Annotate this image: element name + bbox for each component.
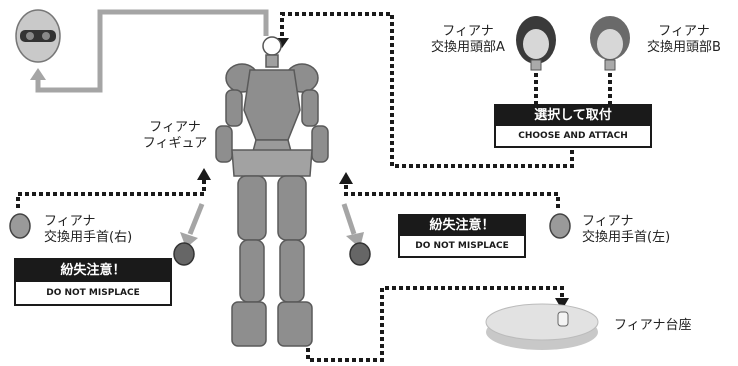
choose-attach-title: 選択して取付 (496, 106, 650, 126)
dotted-connector-base (306, 286, 569, 362)
figure-illustration (215, 36, 329, 347)
head-a-label: フィアナ交換用頭部A (431, 24, 505, 55)
warning-left-title: 紛失注意！ (16, 260, 170, 282)
exchange-hand-right-icon (9, 213, 31, 239)
spare-hand-right-icon (349, 242, 371, 266)
warning-center-title: 紛失注意！ (400, 216, 524, 236)
gray-arrow-left-down (180, 203, 205, 248)
warning-box-center: 紛失注意！ DO NOT MISPLACE (398, 214, 526, 258)
spare-hand-left-icon (173, 242, 195, 266)
head-b-label: フィアナ交換用頭部B (647, 24, 721, 55)
face-head-icon (15, 9, 61, 63)
figure-label: フィアナフィギュア (142, 120, 208, 151)
display-base-icon (485, 303, 599, 350)
choose-attach-box: 選択して取付 CHOOSE AND ATTACH (494, 104, 652, 148)
hand-left-label: フィアナ交換用手首(左) (582, 214, 671, 245)
warning-box-left: 紛失注意！ DO NOT MISPLACE (14, 258, 172, 306)
dotted-connector-head-choice (534, 66, 612, 104)
gray-arrow-right-down (341, 203, 364, 248)
exchange-head-a-icon (516, 16, 556, 71)
dotted-connector-left-hand (16, 168, 211, 208)
choose-attach-subtitle: CHOOSE AND ATTACH (518, 131, 628, 141)
dotted-connector-right-hand (339, 172, 560, 208)
warning-center-subtitle: DO NOT MISPLACE (415, 241, 509, 251)
exchange-head-b-icon (590, 16, 630, 71)
exchange-hand-left-icon (549, 213, 571, 239)
hand-right-label: フィアナ交換用手首(右) (44, 214, 133, 245)
warning-left-subtitle: DO NOT MISPLACE (46, 288, 140, 298)
gray-connector-head (30, 9, 269, 93)
base-label: フィアナ台座 (614, 318, 692, 333)
